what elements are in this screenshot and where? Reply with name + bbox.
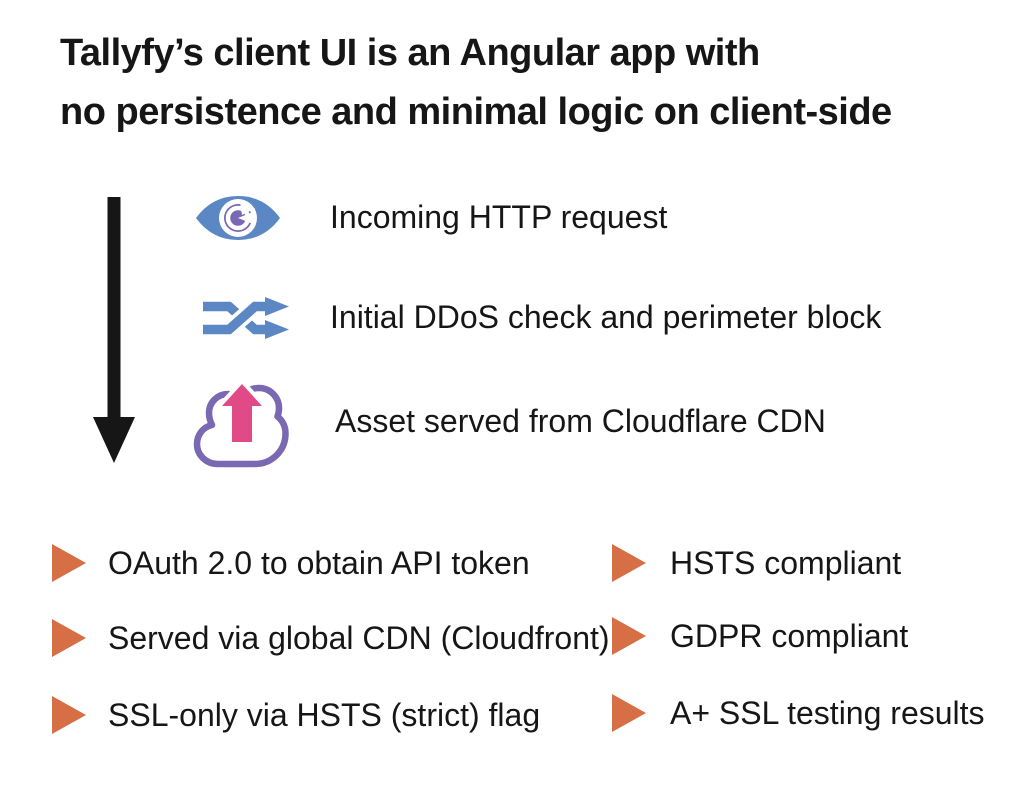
triangle-right-icon bbox=[52, 544, 86, 582]
triangle-right-icon bbox=[612, 544, 646, 582]
flow-step-1-label: Incoming HTTP request bbox=[330, 199, 668, 235]
page-title-line-2: no persistence and minimal logic on clie… bbox=[60, 91, 892, 133]
bullet-left-1: OAuth 2.0 to obtain API token bbox=[108, 545, 530, 581]
triangle-right-icon bbox=[612, 694, 646, 732]
flow-step-2-label: Initial DDoS check and perimeter block bbox=[330, 299, 882, 335]
bullet-left-3: SSL-only via HSTS (strict) flag bbox=[108, 697, 541, 733]
triangle-right-icon bbox=[52, 619, 86, 657]
down-arrow-icon bbox=[93, 197, 135, 463]
bullet-left-2: Served via global CDN (Cloudfront) bbox=[108, 620, 610, 656]
flow-step-3-label: Asset served from Cloudflare CDN bbox=[335, 403, 826, 439]
bullet-right-3: A+ SSL testing results bbox=[670, 695, 985, 731]
page-title: Tallyfy’s client UI is an Angular app wi… bbox=[60, 24, 892, 142]
cloud-upload-icon bbox=[193, 380, 289, 468]
page-title-line-1: Tallyfy’s client UI is an Angular app wi… bbox=[60, 32, 760, 74]
bullet-right-2: GDPR compliant bbox=[670, 618, 909, 654]
shuffle-icon bbox=[203, 297, 289, 339]
triangle-right-icon bbox=[52, 696, 86, 734]
triangle-right-icon bbox=[612, 617, 646, 655]
eye-refresh-icon bbox=[196, 196, 280, 240]
bullet-right-1: HSTS compliant bbox=[670, 545, 902, 581]
